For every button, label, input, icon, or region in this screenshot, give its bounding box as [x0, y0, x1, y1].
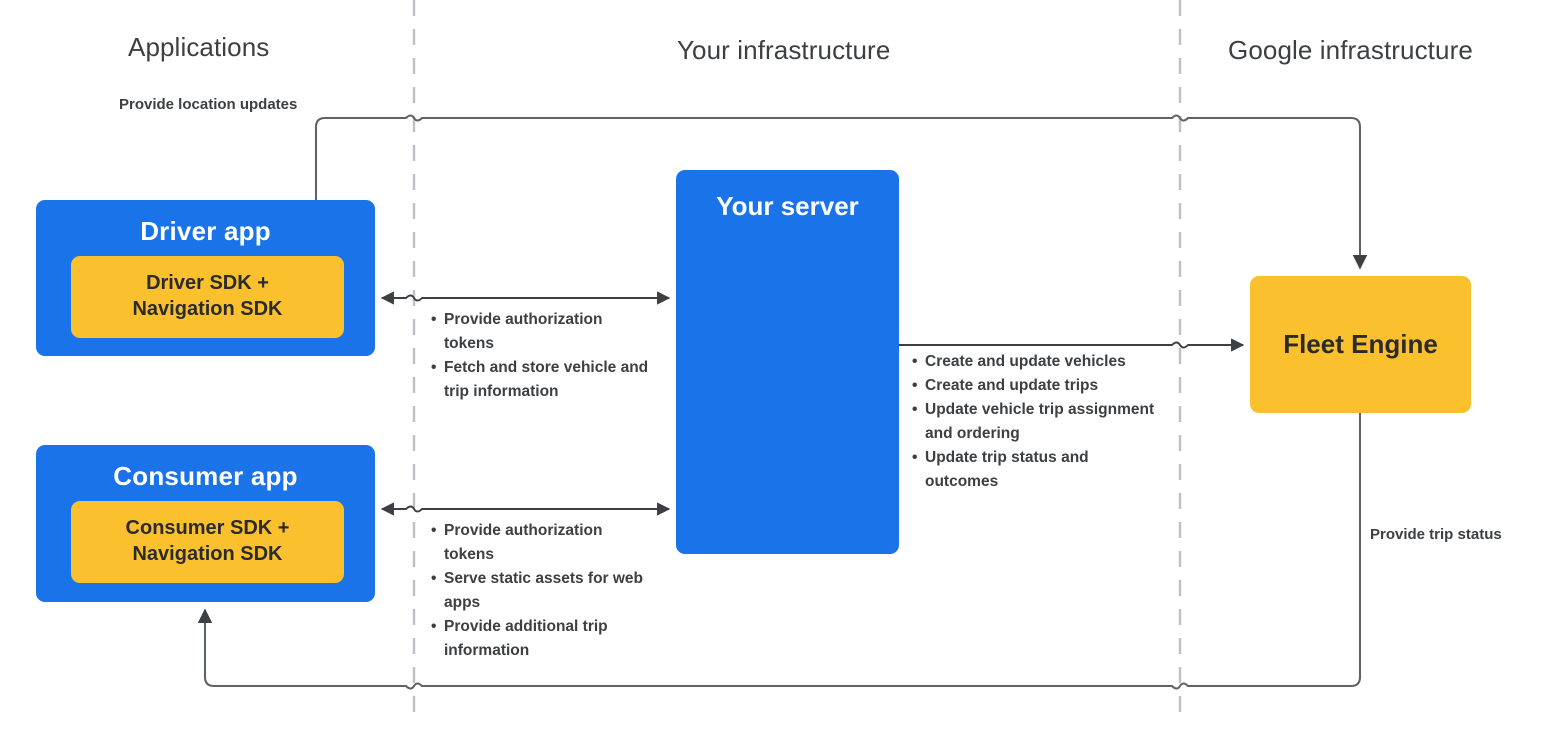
node-driver-sdk[interactable]: Driver SDK +Navigation SDK — [71, 256, 344, 338]
bullet-item: Update trip status and outcomes — [912, 446, 1162, 494]
wire-consumer-server — [380, 502, 671, 516]
edge-bullets-driver-server: Provide authorization tokensFetch and st… — [431, 308, 656, 404]
bullet-item: Create and update vehicles — [912, 350, 1162, 374]
zone-title-google-infrastructure: Google infrastructure — [1228, 35, 1473, 65]
edge-bullets-server-fleet: Create and update vehiclesCreate and upd… — [912, 350, 1162, 494]
bullet-item: Serve static assets for web apps — [431, 567, 656, 615]
node-fleet-engine[interactable]: Fleet Engine — [1250, 276, 1471, 413]
node-consumer-sdk[interactable]: Consumer SDK +Navigation SDK — [71, 501, 344, 583]
edge-bullets-consumer-server: Provide authorization tokensServe static… — [431, 519, 656, 663]
zone-title-your-infrastructure: Your infrastructure — [677, 35, 891, 65]
bullet-item: Provide authorization tokens — [431, 308, 656, 356]
zone-title-applications: Applications — [128, 32, 270, 62]
bullet-item: Fetch and store vehicle and trip informa… — [431, 356, 656, 404]
bullet-item: Update vehicle trip assignment and order… — [912, 398, 1162, 446]
your-server-title: Your server — [716, 191, 859, 221]
node-driver-app[interactable]: Driver app Driver SDK +Navigation SDK — [36, 200, 375, 356]
bullet-item: Provide authorization tokens — [431, 519, 656, 567]
edge-label-provide-location-updates: Provide location updates — [119, 96, 298, 113]
bullet-item: Provide additional trip information — [431, 615, 656, 663]
node-consumer-app[interactable]: Consumer app Consumer SDK +Navigation SD… — [36, 445, 375, 602]
edge-label-provide-trip-status: Provide trip status — [1370, 526, 1502, 543]
wire-server-fleet — [899, 338, 1245, 352]
bullet-item: Create and update trips — [912, 374, 1162, 398]
wire-driver-server — [380, 291, 671, 305]
consumer-app-title: Consumer app — [113, 461, 298, 491]
driver-app-title: Driver app — [140, 216, 271, 246]
node-your-server[interactable]: Your server — [676, 170, 899, 554]
